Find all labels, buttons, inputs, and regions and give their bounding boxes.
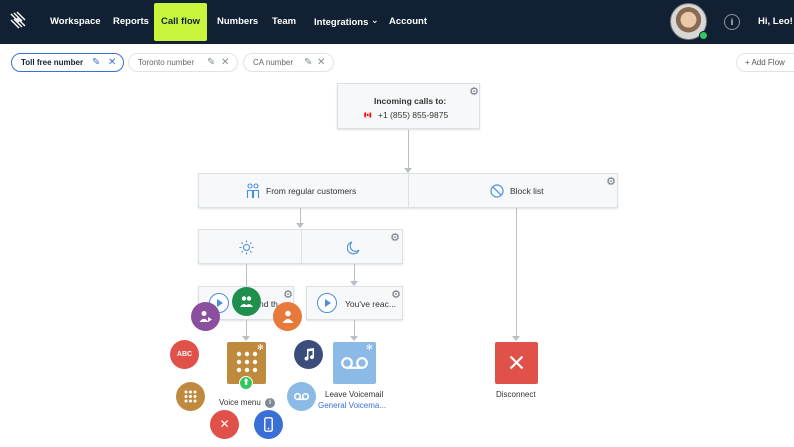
customer-split-node[interactable]: From regular customers Block list ⚙ bbox=[198, 173, 618, 209]
connector-line bbox=[408, 130, 409, 170]
add-flow-button[interactable]: + Add Flow bbox=[736, 53, 794, 72]
incoming-title: Incoming calls to: bbox=[374, 96, 447, 106]
keypad-icon bbox=[236, 351, 258, 373]
connector-arrow bbox=[350, 281, 358, 286]
forward-call-option[interactable] bbox=[191, 302, 220, 331]
play-icon[interactable] bbox=[317, 293, 337, 313]
voicemail-link[interactable]: General Voicema... bbox=[318, 401, 387, 410]
block-icon bbox=[490, 184, 504, 198]
nav-integrations[interactable]: Integrations ⌄ bbox=[314, 0, 379, 44]
sun-icon bbox=[239, 240, 254, 255]
nav-call-flow[interactable]: Call flow bbox=[154, 3, 207, 41]
info-icon[interactable]: i bbox=[265, 398, 275, 408]
group-icon bbox=[240, 296, 253, 307]
nav-numbers[interactable]: Numbers bbox=[217, 16, 259, 27]
transfer-to-user-option[interactable] bbox=[273, 302, 302, 331]
dial-by-name-option[interactable]: ABC bbox=[170, 340, 199, 369]
edit-icon[interactable]: ✎ bbox=[92, 57, 101, 68]
disconnect-label: Disconnect bbox=[496, 390, 536, 399]
close-icon[interactable]: ✕ bbox=[108, 57, 117, 68]
tab-label: Toronto number bbox=[138, 58, 195, 67]
edit-icon[interactable]: ✎ bbox=[207, 57, 216, 68]
connector-arrow bbox=[512, 336, 520, 341]
nav-reports[interactable]: Reports bbox=[113, 16, 149, 27]
music-note-icon bbox=[304, 348, 314, 361]
user-greeting[interactable]: Hi, Leo! bbox=[758, 16, 793, 27]
gear-icon[interactable]: ✻ bbox=[257, 343, 264, 352]
split-left-label: From regular customers bbox=[266, 186, 357, 196]
top-nav-bar: Workspace Reports Call flow Numbers Team… bbox=[0, 0, 794, 44]
split-right-label: Block list bbox=[510, 186, 544, 196]
moon-icon bbox=[347, 241, 360, 255]
voicemail-label: Leave Voicemail bbox=[325, 390, 384, 399]
connector-line bbox=[300, 208, 301, 225]
nav-account[interactable]: Account bbox=[389, 16, 427, 27]
business-hours-node[interactable]: ⚙ bbox=[198, 229, 403, 265]
hang-up-option[interactable]: ✕ bbox=[210, 410, 239, 439]
gear-icon[interactable]: ⚙ bbox=[469, 86, 479, 98]
user-avatar[interactable] bbox=[670, 3, 707, 40]
split-divider bbox=[408, 174, 409, 209]
mobile-phone-icon bbox=[264, 417, 273, 432]
gear-icon[interactable]: ✻ bbox=[366, 343, 373, 352]
edit-icon[interactable]: ✎ bbox=[304, 57, 313, 68]
close-icon: ✕ bbox=[219, 417, 230, 431]
sub-menu-option[interactable] bbox=[176, 382, 205, 411]
play-message-option[interactable] bbox=[294, 340, 323, 369]
connector-arrow bbox=[404, 168, 412, 173]
incoming-calls-node[interactable]: ⚙ Incoming calls to: 🇨🇦 +1 (855) 855-987… bbox=[337, 83, 480, 129]
tab-toll-free-number[interactable]: Toll free number ✎ ✕ bbox=[11, 53, 124, 72]
nav-team[interactable]: Team bbox=[272, 16, 297, 27]
gear-icon[interactable]: ⚙ bbox=[606, 176, 616, 188]
voice-menu-label: Voice menu bbox=[219, 398, 261, 407]
phone-forward-icon bbox=[199, 311, 212, 322]
greeting-node-night[interactable]: You've reac... ⚙ bbox=[306, 286, 403, 320]
tab-toronto-number[interactable]: Toronto number ✎ ✕ bbox=[128, 53, 238, 72]
close-icon[interactable]: ✕ bbox=[221, 57, 230, 68]
connector-line bbox=[246, 264, 247, 286]
nav-workspace[interactable]: Workspace bbox=[50, 16, 101, 27]
connector-arrow bbox=[242, 336, 250, 341]
incoming-number: +1 (855) 855-9875 bbox=[378, 110, 449, 120]
connector-arrow bbox=[350, 336, 358, 341]
keypad-icon bbox=[184, 390, 197, 403]
brand-logo-icon[interactable] bbox=[9, 11, 29, 31]
transfer-to-phone-option[interactable] bbox=[254, 410, 283, 439]
greeting-night-text: You've reac... bbox=[345, 299, 396, 309]
greeting-day-text: nd th bbox=[259, 299, 278, 309]
connector-line bbox=[246, 320, 247, 337]
connector-arrow bbox=[296, 223, 304, 228]
disconnect-tile[interactable] bbox=[495, 342, 538, 384]
connector-line bbox=[516, 208, 517, 337]
split-divider bbox=[301, 230, 302, 265]
gear-icon[interactable]: ⚙ bbox=[391, 289, 401, 301]
tab-label: CA number bbox=[253, 58, 294, 67]
gear-icon[interactable]: ⚙ bbox=[390, 232, 400, 244]
chevron-down-icon: ⌄ bbox=[371, 15, 379, 25]
tab-label: Toll free number bbox=[21, 58, 84, 67]
user-icon bbox=[282, 310, 293, 323]
nav-integrations-label: Integrations bbox=[314, 17, 369, 28]
gear-icon[interactable]: ⚙ bbox=[283, 289, 293, 301]
arrow-up-icon[interactable]: ⬆ bbox=[239, 376, 253, 390]
online-status-icon bbox=[699, 31, 708, 40]
voicemail-option[interactable] bbox=[287, 382, 316, 411]
people-icon bbox=[246, 183, 260, 198]
close-icon[interactable]: ✕ bbox=[317, 57, 326, 68]
connector-line bbox=[354, 264, 355, 282]
voicemail-icon bbox=[293, 392, 310, 401]
voicemail-tile[interactable]: ✻ bbox=[333, 342, 376, 384]
close-icon bbox=[509, 355, 524, 370]
connector-line bbox=[354, 320, 355, 337]
info-icon[interactable]: i bbox=[724, 14, 740, 30]
transfer-to-group-option[interactable] bbox=[232, 287, 261, 316]
tab-ca-number[interactable]: CA number ✎ ✕ bbox=[243, 53, 334, 72]
voicemail-icon bbox=[341, 357, 368, 369]
flag-icon: 🇨🇦 bbox=[364, 113, 372, 119]
